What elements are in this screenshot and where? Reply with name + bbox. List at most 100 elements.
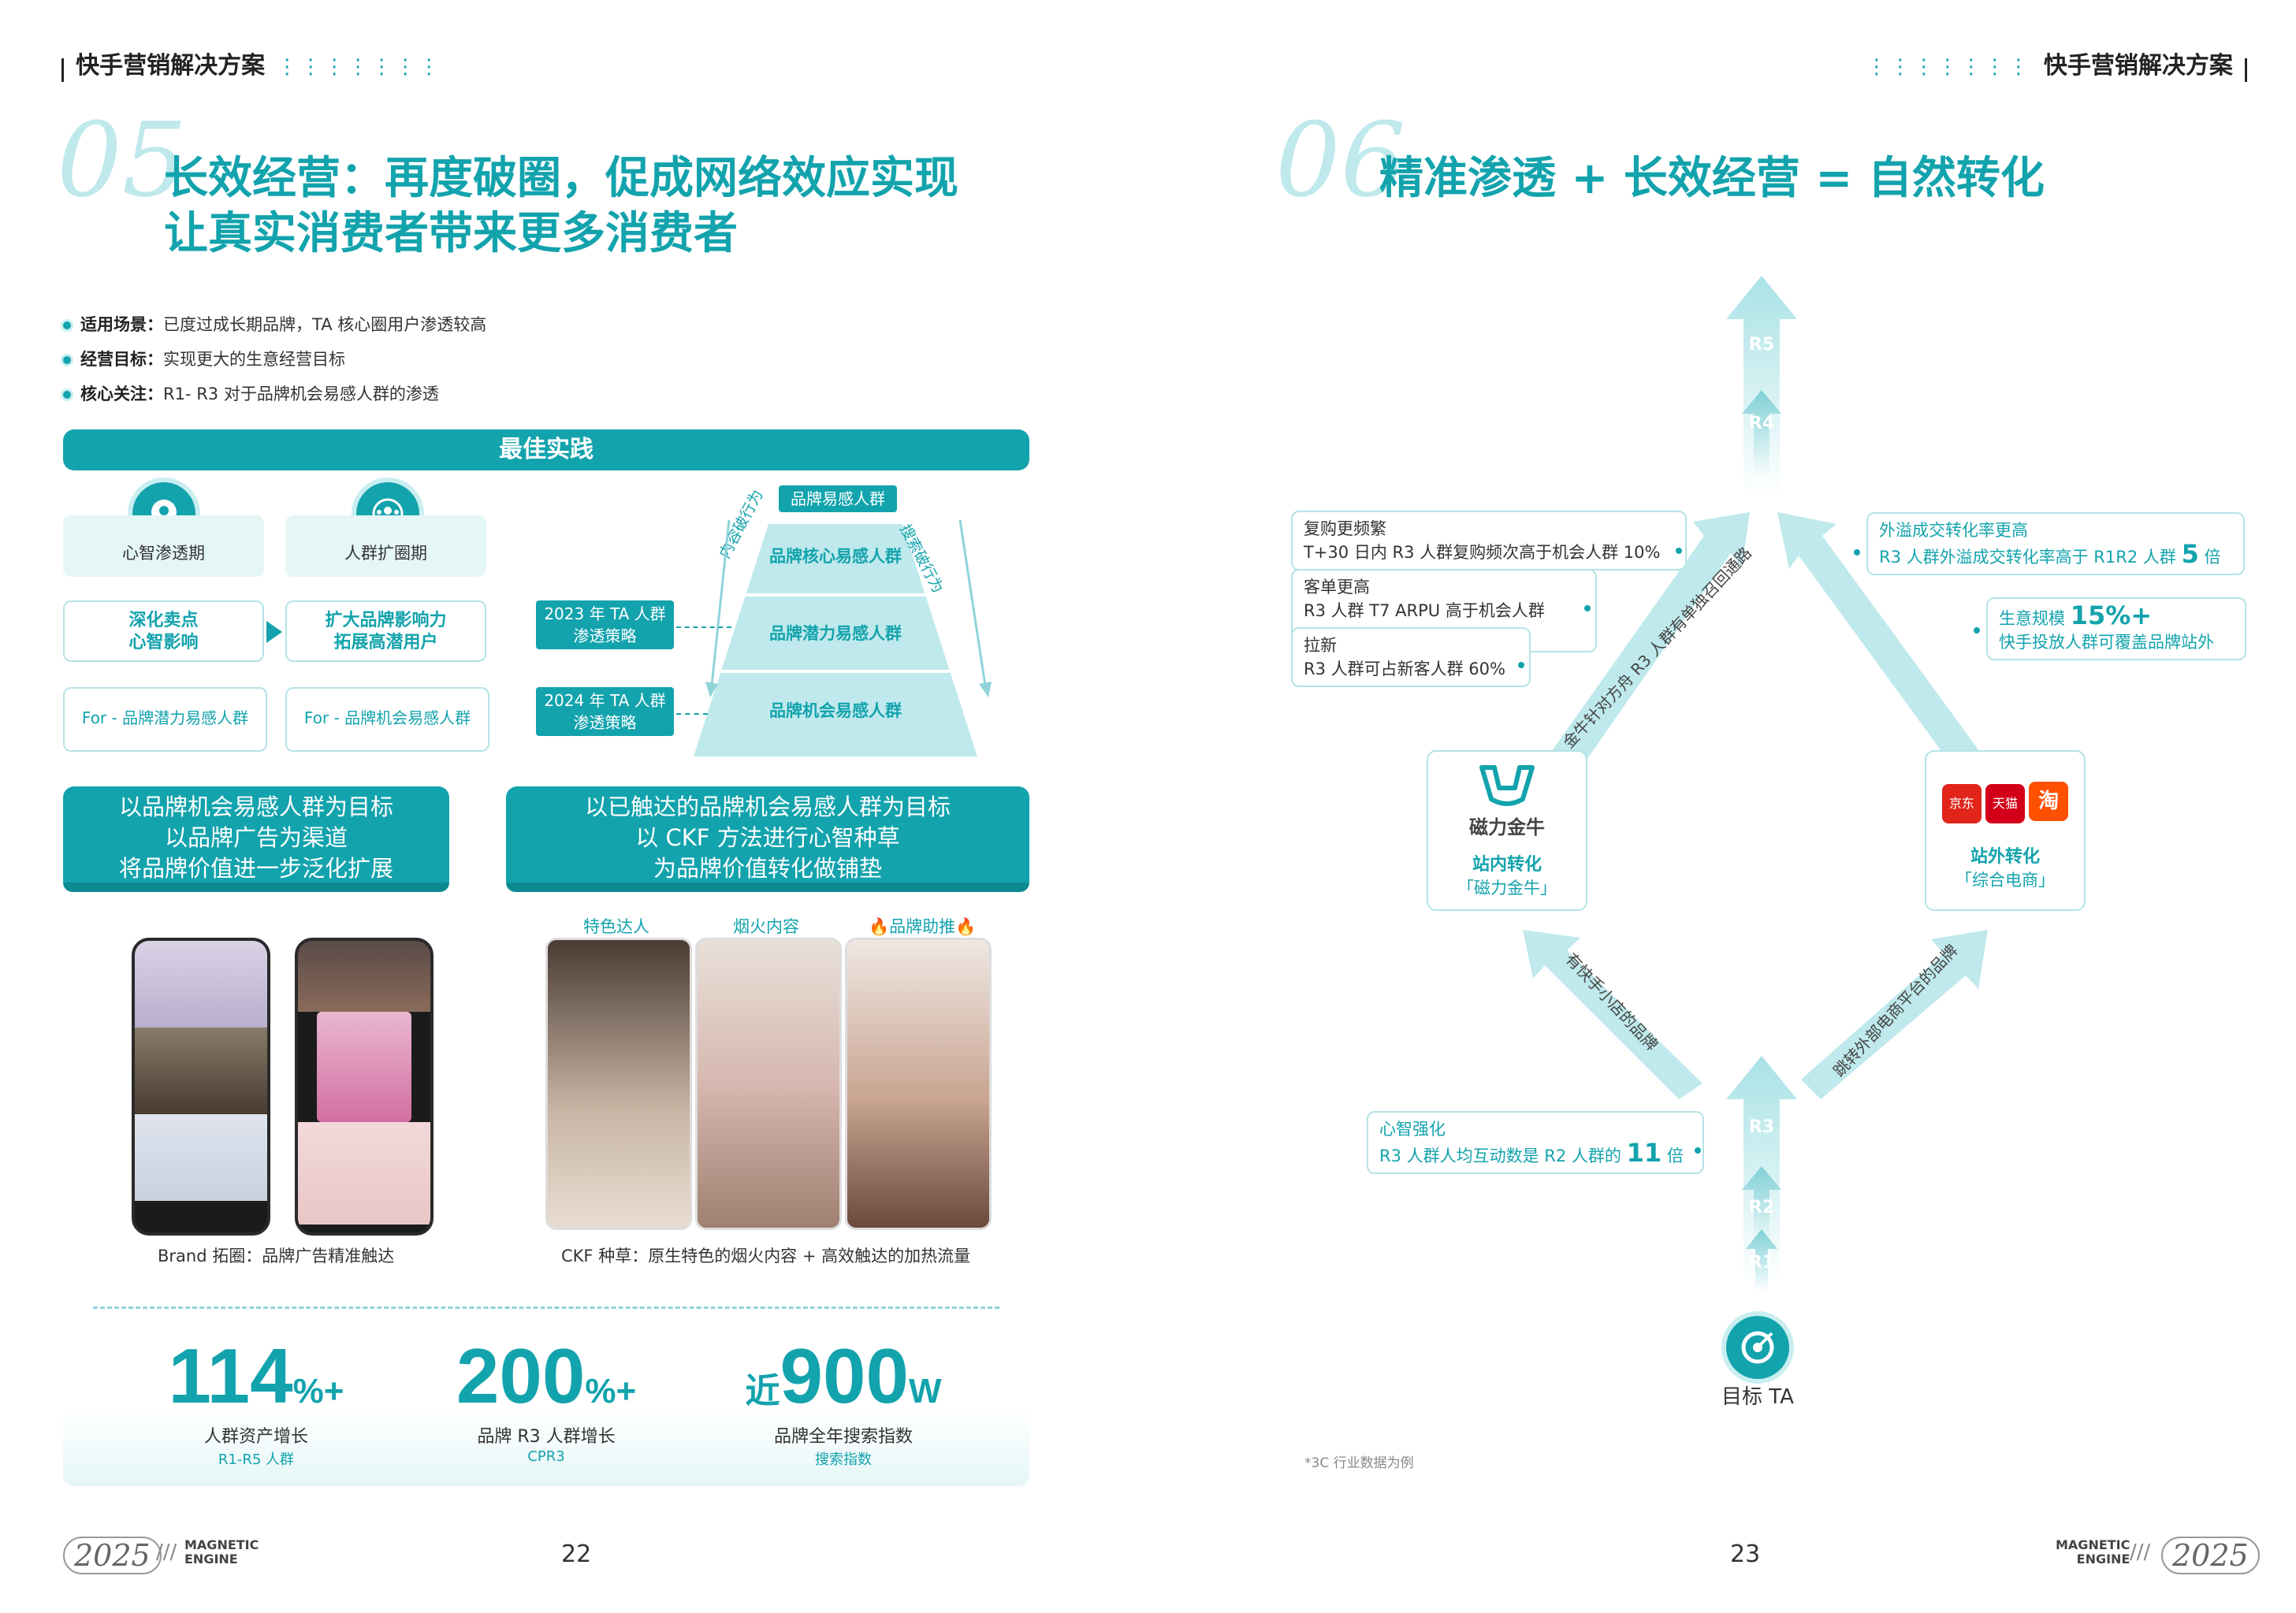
pyramid-level: 品牌潜力易感人群 [769,624,902,643]
video-thumbnail [695,938,842,1230]
diagonal-arrow-lowright [1801,930,1988,1099]
footer-logo: MAGNETIC ENGINE [2056,1537,2130,1567]
right-arrow-line [958,519,992,697]
page-number: 22 [561,1541,592,1568]
pyramid-diagram [678,489,993,760]
header-right: ⋮⋮⋮⋮⋮⋮⋮ 快手营销解决方案 [1866,46,2247,82]
bullet-item: 核心关注：R1- R3 对于品牌机会易感人群的渗透 [63,377,486,411]
card-offsite-conversion: 京东 天猫 淘 站外转化 「综合电商」 [1925,750,2086,911]
magnet-cow-logo-icon [1428,764,1586,812]
level-label: R1 [1748,1253,1775,1273]
phase-strategy: 扩大品牌影响力 拓展高潜用户 [285,600,486,662]
level-label: R4 [1748,414,1775,433]
target-icon [1726,1316,1789,1379]
video-thumbnail [545,938,692,1230]
dashed-connector [676,626,731,628]
goal-shadow [63,883,449,892]
phase-name: 心智渗透期 [63,515,264,577]
card-onsite-conversion: 磁力金牛 站内转化 「磁力金牛」 [1427,750,1587,911]
bullet-list: 适用场景：已度过成长期品牌，TA 核心圈用户渗透较高 经营目标：实现更大的生意经… [63,307,486,411]
arrow-right-icon [266,621,282,643]
section-number: 06 [1275,100,1406,220]
header-divider [61,58,64,82]
stat-label: 品牌全年搜索指数 [773,1427,913,1447]
connector-dot [1974,627,1980,634]
fire-icon: 🔥 [955,917,977,936]
goal-shadow [506,883,1029,892]
strategy-2023: 2023 年 TA 人群 渗透策略 [536,600,674,649]
level-label: R3 [1748,1117,1775,1137]
stat-sub: CPR3 [527,1448,565,1465]
note-scale: 生意规模 15%+ 快手投放人群可覆盖品牌站外 [1986,597,2246,660]
pyramid-level: 品牌核心易感人群 [769,547,902,566]
footer-year: 2025 [2161,1537,2260,1574]
footer-year: 2025 [63,1537,162,1574]
page-title: 精准渗透 + 长效经营 = 自然转化 [1379,153,2045,204]
video-thumbnail [845,938,992,1230]
connector-dot [1695,1147,1701,1154]
funnel-arrow-graphic [1726,276,1797,1292]
phase-strategy: 深化卖点 心智影响 [63,600,264,662]
phone-screenshot [295,938,434,1236]
header-dots: ⋮⋮⋮⋮⋮⋮⋮ [277,55,443,79]
phase-target: For - 品牌潜力易感人群 [63,687,267,752]
pyramid-level: 品牌机会易感人群 [769,701,902,720]
video-label-boost: 🔥品牌助推🔥 [869,917,977,936]
note-repurchase: 复购更频繁 T+30 日内 R3 人群复购频次高于机会人群 10% [1291,511,1687,570]
diagonal-arrow-upleft [1517,512,1750,820]
phone-screenshot [132,938,270,1236]
connector-dot [1518,662,1524,668]
stat-search-index: 近900W [745,1332,942,1419]
left-arrow-line [705,519,731,697]
stat-label: 品牌 R3 人群增长 [477,1427,616,1447]
header-brand: 快手营销解决方案 [2043,52,2233,80]
fire-icon: 🔥 [869,917,890,936]
stat-r3-growth: 200%+ [456,1332,637,1419]
bullet-dot [63,321,71,329]
section-number: 05 [57,100,188,220]
stat-asset-growth: 114%+ [168,1332,344,1419]
bullet-dot [63,391,71,399]
level-label: R5 [1748,335,1775,355]
header-left: 快手营销解决方案 ⋮⋮⋮⋮⋮⋮⋮ [61,46,442,82]
footer-logo: MAGNETIC ENGINE [184,1537,259,1567]
caption-brand: Brand 拓圈：品牌广告精准触达 [158,1247,395,1265]
connector-dot [1584,605,1591,611]
video-label: 烟火内容 [733,917,799,936]
phase-target: For - 品牌机会易感人群 [285,687,489,752]
title-line-1: 长效经营：再度破圈，促成网络效应实现 [164,153,958,204]
logo-text: 磁力金牛 [1469,816,1545,838]
taobao-logo-icon: 淘 [2029,782,2069,821]
stat-sub: 搜索指数 [815,1451,872,1468]
dashed-separator [93,1306,999,1309]
page-title: 长效经营：再度破圈，促成网络效应实现 让真实消费者带来更多消费者 [164,151,958,262]
stat-label: 人群资产增长 [203,1427,308,1447]
diagonal-arrow-lowleft [1523,930,1702,1099]
footer-slashes: /// [2130,1541,2151,1564]
best-practice-bar: 最佳实践 [63,429,1029,470]
caption-ckf: CKF 种草：原生特色的烟火内容 + 高效触达的加热流量 [561,1247,971,1265]
phase-name: 人群扩圈期 [285,515,486,577]
target-label: 目标 TA [1721,1385,1794,1409]
page-number: 23 [1730,1541,1761,1568]
bullet-dot [63,356,71,364]
strategy-2024: 2024 年 TA 人群 渗透策略 [536,687,674,736]
note-mindshare: 心智强化 R3 人群人均互动数是 R2 人群的 11 倍 [1367,1111,1704,1174]
pyramid-shape [694,524,977,756]
pyramid-top-label: 品牌易感人群 [779,485,897,512]
footnote: *3C 行业数据为例 [1304,1455,1414,1471]
note-new-customer: 拉新 R3 人群可占新客人群 60% [1291,627,1531,687]
title-line-2: 让真实消费者带来更多消费者 [164,208,738,259]
video-label: 特色达人 [583,917,649,936]
header-divider [2245,58,2247,82]
header-brand: 快手营销解决方案 [76,52,266,80]
level-label: R2 [1748,1198,1775,1217]
dashed-connector [676,713,708,715]
stat-sub: R1-R5 人群 [218,1451,295,1468]
tmall-logo-icon: 天猫 [1985,784,2025,823]
diagonal-arrow-upright [1777,512,2018,823]
ecommerce-logos: 京东 天猫 淘 [1926,782,2084,823]
goal-box-brand: 以品牌机会易感人群为目标 以品牌广告为渠道 将品牌价值进一步泛化扩展 [63,786,449,892]
connector-dot [1854,549,1860,556]
jd-logo-icon: 京东 [1941,784,1982,823]
